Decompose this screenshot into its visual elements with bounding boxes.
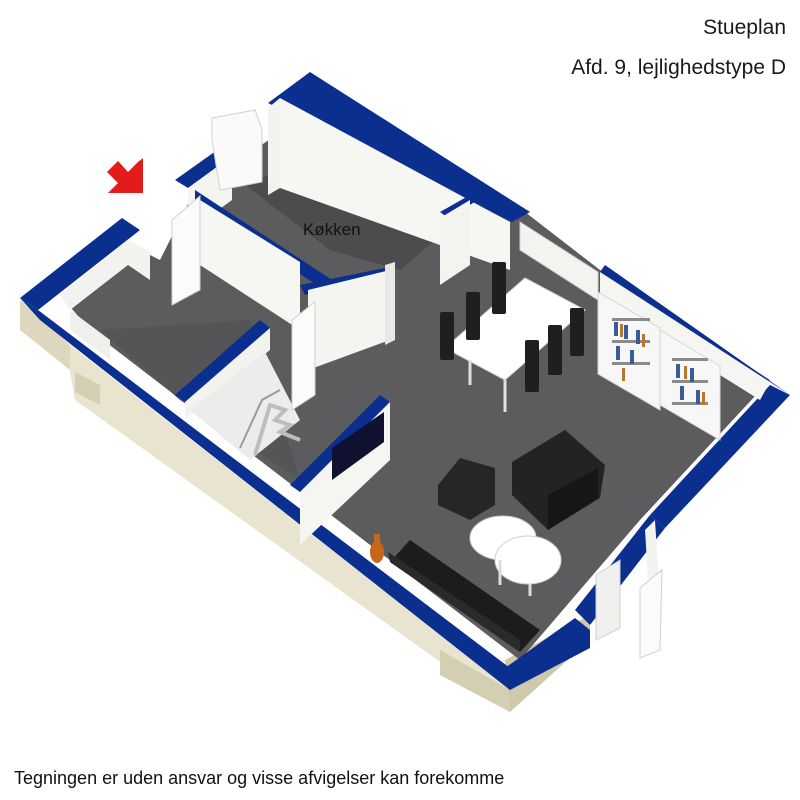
plan-title: Stueplan: [703, 16, 786, 39]
plan-subtitle: Afd. 9, lejlighedstype D: [571, 56, 786, 79]
entrance-arrow-icon: [107, 158, 143, 193]
ottoman-icon: [438, 458, 495, 520]
room-label-kitchen: Køkken: [303, 220, 361, 239]
chair-icon: [440, 262, 584, 392]
armchair-icon: [512, 430, 605, 530]
sofa-icon: [388, 540, 540, 652]
tv-icon: [332, 412, 384, 480]
bookshelf-icon: [597, 291, 721, 441]
coffee-table-icon: [469, 515, 562, 596]
vase-icon: [370, 534, 384, 563]
staircase-icon: [190, 352, 301, 460]
disclaimer: Tegningen er uden ansvar og visse afvige…: [14, 768, 505, 788]
door-icon: [171, 109, 663, 659]
